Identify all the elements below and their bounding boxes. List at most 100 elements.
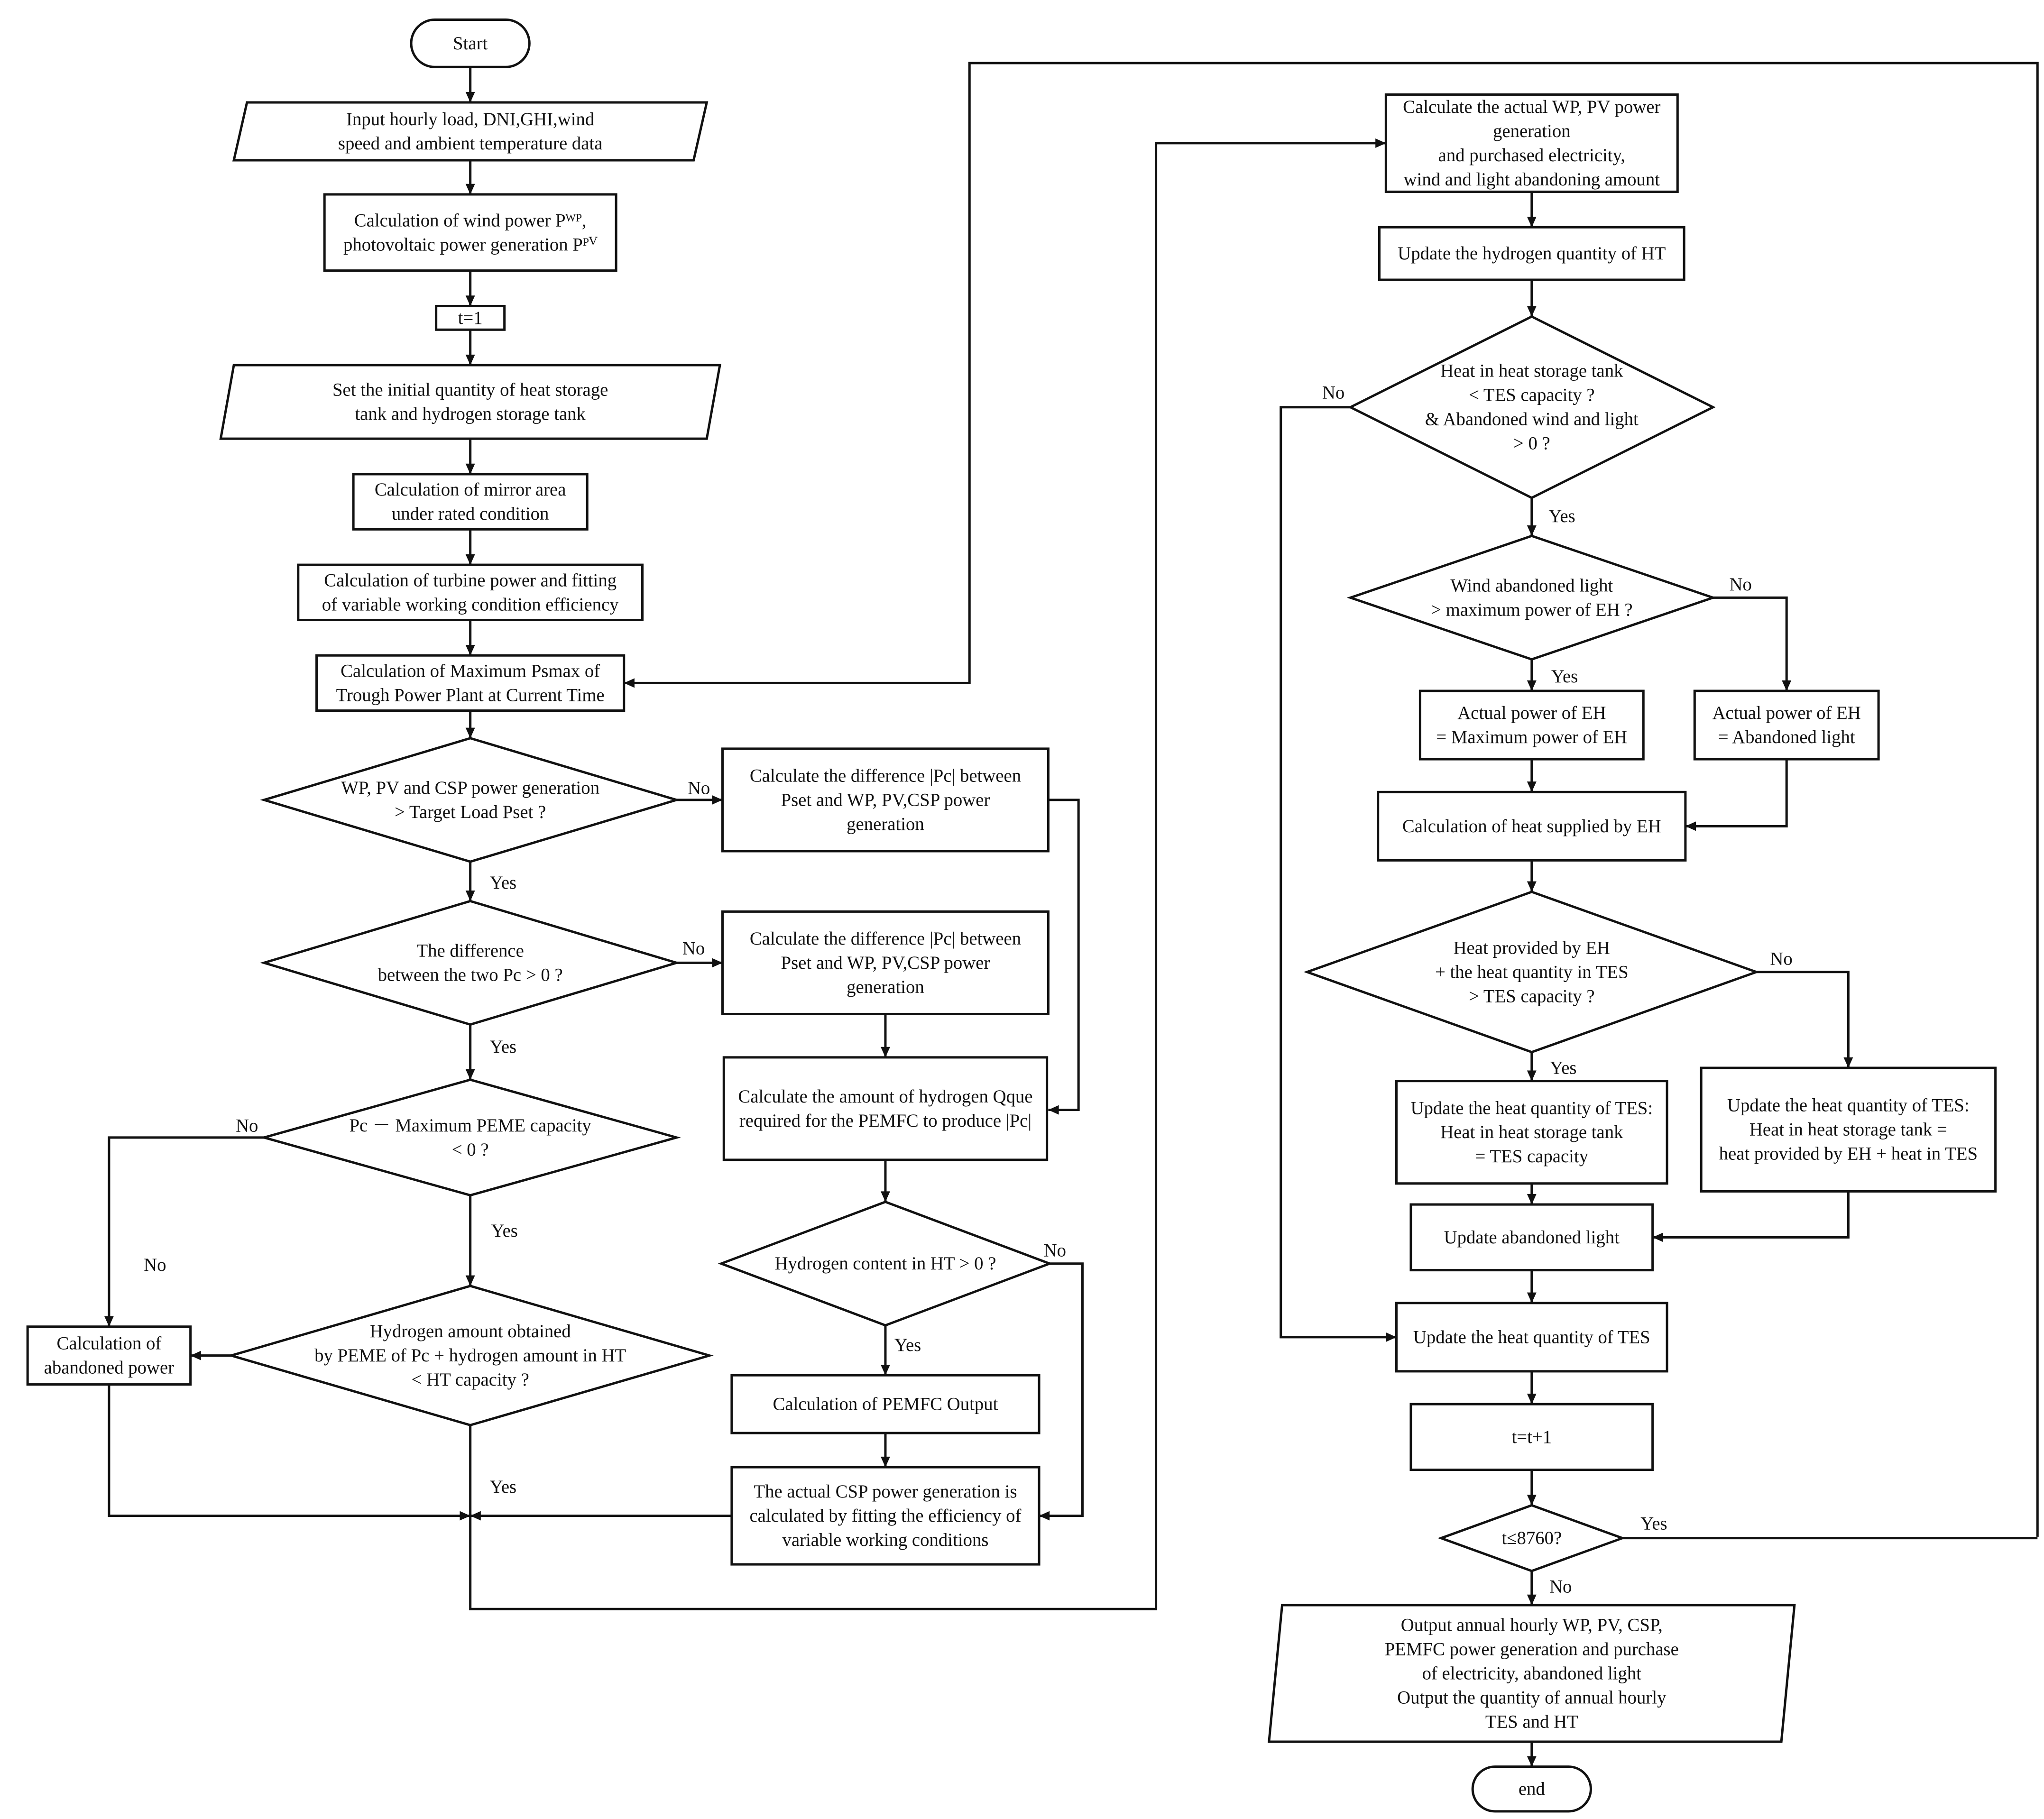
arrow-head: [465, 1275, 475, 1286]
arrow-head: [465, 1069, 475, 1080]
node-text: Actual power of EH: [1713, 703, 1861, 723]
arrow-head: [1527, 1756, 1537, 1767]
edge-label-diff-yes: Yes: [490, 1037, 516, 1057]
node-text: & Abandoned wind and light: [1425, 409, 1639, 430]
actual-csp-node: The actual CSP power generation iscalcul…: [730, 1466, 1040, 1566]
set-initial-shape: [219, 364, 721, 440]
node-text: of variable working condition efficiency: [322, 594, 619, 615]
node-text: Pset and WP, PV,CSP power: [781, 953, 990, 973]
node-text: Update the heat quantity of TES:: [1727, 1095, 1970, 1116]
arrow-head: [465, 727, 475, 738]
input-data-shape: [232, 101, 709, 162]
t-inc-node: t=t+1: [1409, 1403, 1654, 1471]
flow-arrow: [1652, 1191, 1850, 1239]
node-text: > 0 ?: [1513, 433, 1550, 454]
arrow-head: [1685, 821, 1696, 831]
upd-aband-shape: [1409, 1203, 1654, 1272]
edge-label-heattank-yes: Yes: [1548, 506, 1575, 526]
actual-wp-node: Calculate the actual WP, PV powergenerat…: [1384, 93, 1679, 193]
arrow-head: [465, 463, 475, 474]
flowchart-edges: [104, 62, 2039, 1767]
node-text: generation: [1493, 121, 1571, 141]
flow-arrow: [1685, 759, 1788, 827]
node-text: Actual power of EH: [1457, 703, 1606, 723]
diff-b-node: Calculate the difference |Pc| betweenPse…: [721, 910, 1050, 1015]
node-text: speed and ambient temperature data: [338, 133, 603, 154]
node-text: and purchased electricity,: [1438, 145, 1625, 165]
tes-cap-shape: [1395, 1080, 1668, 1185]
node-text: PEMFC power generation and purchase: [1385, 1639, 1679, 1660]
node-text: Update the heat quantity of TES: [1413, 1327, 1650, 1347]
node-text: Wind abandoned light: [1450, 575, 1613, 596]
node-text: Pc － Maximum PEME capacity: [349, 1115, 591, 1136]
d-wind-light-node: Wind abandoned light> maximum power of E…: [1346, 534, 1717, 661]
node-text: t=1: [458, 308, 483, 328]
node-text: generation: [847, 977, 924, 997]
node-text: = Abandoned light: [1718, 727, 1855, 747]
flow-arrow: [624, 62, 2039, 1537]
flow-arrow: [108, 1136, 264, 1327]
node-text: + the heat quantity in TES: [1435, 962, 1629, 982]
output-node: Output annual hourly WP, PV, CSP,PEMFC p…: [1268, 1604, 1796, 1743]
d-heat-tank-node: Heat in heat storage tank< TES capacity …: [1347, 315, 1716, 499]
node-text: Update abandoned light: [1444, 1227, 1620, 1248]
update-h-shape: [1378, 226, 1685, 281]
edge-label-heateh-yes: Yes: [1550, 1058, 1576, 1078]
edge-label-htcap-yes: Yes: [490, 1477, 516, 1497]
arrow-head: [1375, 138, 1386, 148]
node-text: t≤8760?: [1501, 1528, 1562, 1548]
node-text: Calculate the difference |Pc| between: [750, 928, 1021, 949]
node-text: Calculation of: [57, 1333, 162, 1354]
node-text: Calculation of Maximum Psmax of: [341, 661, 600, 681]
arrow-head: [465, 295, 475, 306]
node-text: = Maximum power of EH: [1436, 727, 1627, 747]
d-t-node: t≤8760?: [1437, 1504, 1626, 1572]
node-text: Calculation of heat supplied by EH: [1402, 816, 1661, 836]
d-target-node: WP, PV and CSP power generation> Target …: [260, 737, 681, 863]
d-t-shape: [1437, 1504, 1626, 1572]
arrow-head: [881, 1365, 890, 1376]
abandoned-power-node: Calculation of abandoned power: [26, 1325, 192, 1386]
flow-arrow: [469, 142, 1386, 1610]
arrow-head: [712, 795, 723, 805]
node-text: generation: [847, 814, 924, 834]
edge-label-windlight-yes: Yes: [1551, 666, 1578, 687]
node-text: photovoltaic power generation Pᴾⱽ: [343, 234, 598, 255]
heat-eh-node: Calculation of heat supplied by EH: [1377, 790, 1687, 862]
arrow-head: [1527, 525, 1537, 536]
arrow-head: [465, 554, 475, 565]
arrow-head: [1652, 1232, 1663, 1242]
arrow-head: [1039, 1511, 1050, 1521]
node-text: The difference: [416, 940, 524, 961]
end-node: end: [1471, 1765, 1592, 1813]
node-text: Calculation of PEMFC Output: [773, 1394, 998, 1415]
tes-sum-node: Update the heat quantity of TES:Heat in …: [1700, 1066, 1997, 1193]
edge-label-heateh-no: No: [1770, 949, 1792, 969]
node-text: = TES capacity: [1475, 1146, 1589, 1167]
d-peme-shape: [259, 1078, 681, 1197]
flow-arrow: [1756, 971, 1850, 1068]
node-text: required for the PEMFC to produce |Pc|: [739, 1111, 1031, 1131]
node-text: abandoned power: [44, 1358, 175, 1378]
eh-max-node: Actual power of EH = Maximum power of EH: [1418, 689, 1645, 761]
node-text: < 0 ?: [452, 1139, 489, 1160]
flow-arrow: [1048, 799, 1080, 1112]
diff-a-shape: [721, 747, 1050, 853]
q-hydrogen-node: Calculate the amount of hydrogen Qquereq…: [722, 1056, 1049, 1161]
arrow-head: [1527, 1495, 1537, 1506]
eh-aband-node: Actual power of EH = Abandoned light: [1693, 689, 1880, 761]
edge-label-heattank-no: No: [1322, 383, 1344, 403]
edge-label-peme-yes: Yes: [491, 1221, 517, 1241]
max-psmax-shape: [315, 654, 626, 712]
edge-label-hcontent-no: No: [1044, 1240, 1066, 1261]
actual-wp-shape: [1384, 93, 1679, 193]
upd-aband-node: Update abandoned light: [1409, 1203, 1654, 1272]
node-text: Calculation of wind power Pᵂᴾ,: [354, 210, 587, 230]
arrow-head: [881, 1191, 890, 1202]
arrow-head: [1527, 881, 1537, 892]
